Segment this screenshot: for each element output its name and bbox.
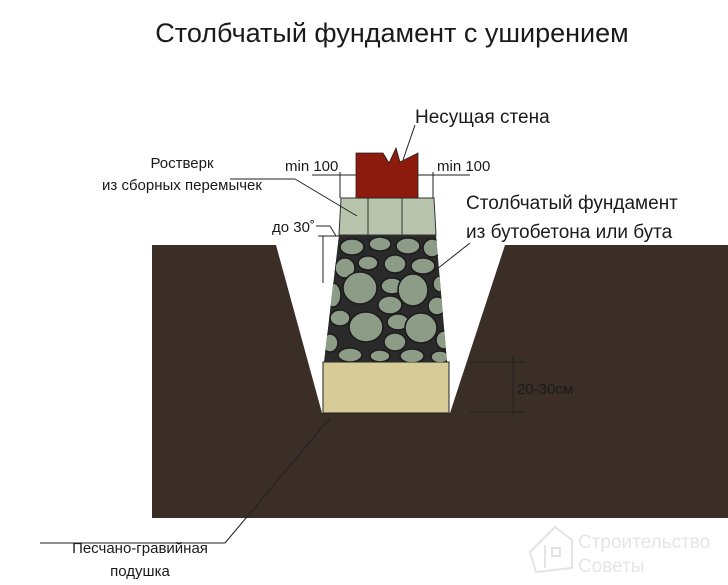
column-label-2: из бутобетона или бута [466,222,673,243]
dimension-lines [40,124,525,544]
rubble-column [324,235,447,362]
watermark-line-1: Строительство [578,532,710,553]
angle-label: до 30˚ [272,219,315,236]
house-logo-icon [528,525,573,574]
load-bearing-wall [355,146,419,199]
precast-lintel-grillage [338,197,437,236]
watermark-line-2: Советы [578,556,644,577]
sand-gravel-cushion [322,361,450,414]
min-100-right: min 100 [437,158,490,175]
wall-label: Несущая стена [415,107,550,128]
soil [152,245,728,518]
column-label-1: Столбчатый фундамент [466,193,678,214]
cushion-label-1: Песчано-гравийная [72,540,208,557]
watermark: Строительство Советы [528,525,710,577]
cushion-label-2: подушка [110,563,170,580]
grillage-label-1: Ростверк [150,155,214,172]
diagram-title: Столбчатый фундамент с уширением [155,18,628,48]
min-100-left: min 100 [285,158,338,175]
cushion-height-label: 20-30см [517,381,573,398]
grillage-label-2: из сборных перемычек [102,177,262,194]
